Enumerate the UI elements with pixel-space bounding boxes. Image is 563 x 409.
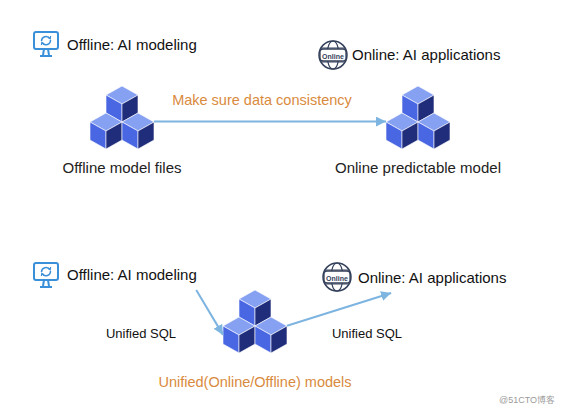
offline-monitor-icon: [34, 263, 58, 287]
flow-arrow: [154, 121, 386, 123]
icon-badge-text: Online: [322, 52, 344, 59]
node-text: Online: AI applications: [352, 45, 500, 65]
node-text: Unified(Online/Offline) models: [158, 372, 351, 392]
flow-arrow: [196, 290, 223, 335]
node-text: Offline: AI modeling: [67, 265, 197, 285]
icon-badge-text: Online: [326, 274, 348, 281]
cube-shape: [90, 113, 122, 149]
stage-heading: Online: AI applications: [322, 263, 538, 293]
cube-cluster: [90, 86, 154, 149]
node-text: Offline: AI modeling: [67, 35, 197, 55]
edge-label: Unified SQL: [332, 325, 402, 343]
edge-label: Make sure data consistency: [172, 91, 352, 109]
online-globe-icon: [323, 263, 351, 291]
cube-shape: [255, 317, 287, 353]
cube-shape: [122, 113, 154, 149]
cube-shape: [386, 113, 418, 149]
online-globe-icon: [319, 41, 347, 69]
cube-cluster: [223, 290, 287, 353]
node-text: Online predictable model: [335, 158, 501, 178]
model-cube-cluster: Offline model files: [90, 84, 154, 178]
watermark: @51CTO博客: [499, 394, 555, 407]
stage-heading: Online: AI applications: [316, 40, 532, 70]
offline-monitor-icon: [34, 32, 58, 56]
node-text: Offline model files: [63, 158, 182, 178]
model-cube-cluster: Online predictable model: [386, 84, 450, 178]
stage-heading: Offline: AI modeling: [30, 260, 205, 290]
cube-shape: [418, 113, 450, 149]
cube-cluster: [386, 86, 450, 149]
cube-shape: [223, 317, 255, 353]
edge-label: Unified SQL: [106, 325, 176, 343]
model-cube-cluster: Unified(Online/Offline) models: [223, 290, 287, 392]
flow-arrow: [287, 293, 391, 326]
node-text: Online: AI applications: [358, 268, 506, 288]
stage-heading: Offline: AI modeling: [30, 30, 205, 60]
